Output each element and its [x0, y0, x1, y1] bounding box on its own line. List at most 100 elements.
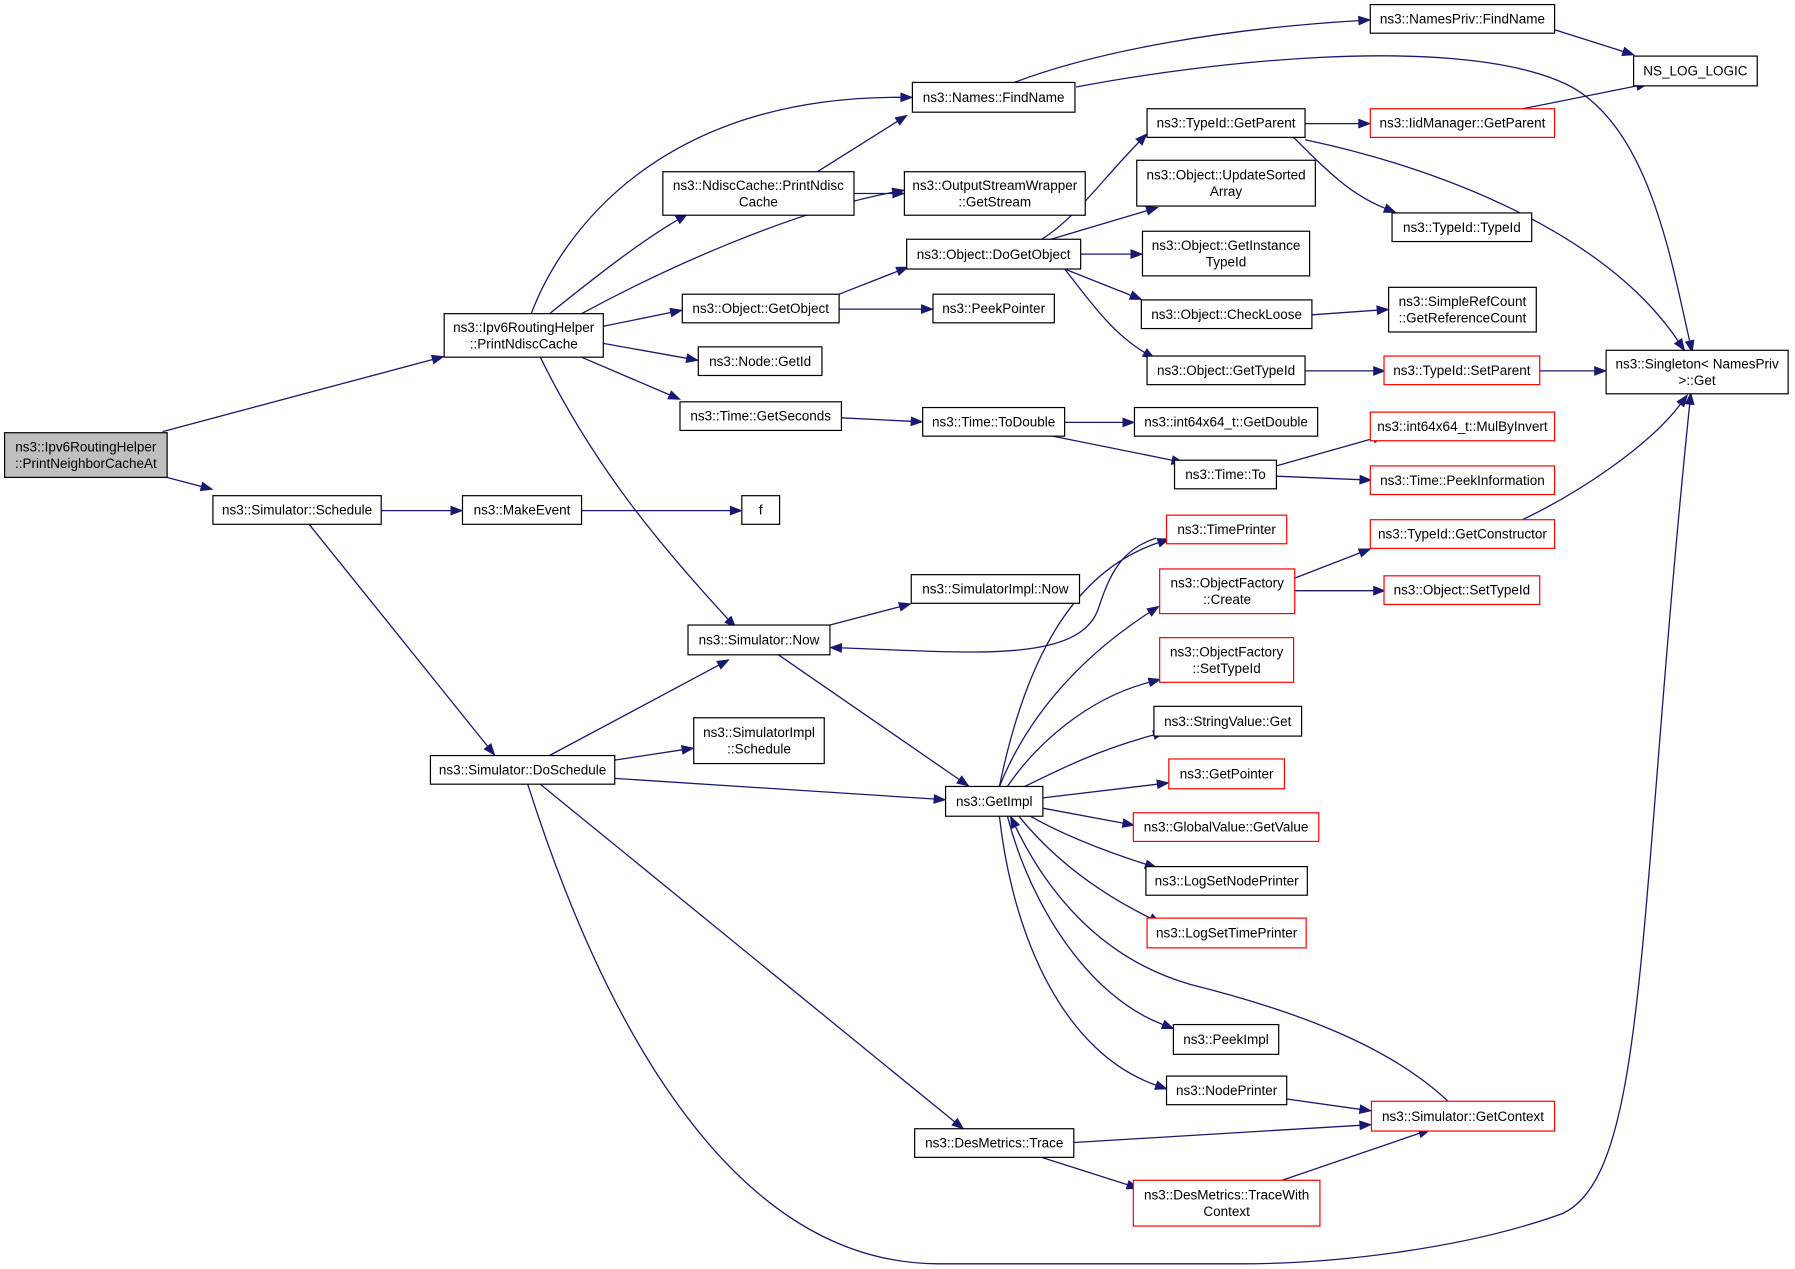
node-mul-by-invert[interactable]: ns3::int64x64_t::MulByInvert — [1369, 411, 1556, 442]
edge-getConstructor-to-singletonGet — [1522, 394, 1689, 521]
node-time-to[interactable]: ns3::Time::To — [1173, 459, 1278, 490]
node-int64-get-double[interactable]: ns3::int64x64_t::GetDouble — [1133, 406, 1319, 437]
node-box — [212, 495, 382, 525]
node-simple-ref[interactable]: ns3::SimpleRefCount::GetReferenceCount — [1388, 286, 1537, 333]
edge-line — [1050, 209, 1148, 240]
node-string-value-get[interactable]: ns3::StringValue::Get — [1153, 705, 1303, 737]
node-f[interactable]: f — [741, 495, 781, 525]
node-singleton-get[interactable]: ns3::Singleton< NamesPriv>::Get — [1605, 349, 1789, 395]
edge-arrowhead — [910, 416, 924, 427]
edge-arrowhead — [951, 1117, 965, 1130]
edge-arrowhead — [1145, 206, 1159, 216]
node-schedule[interactable]: ns3::Simulator::Schedule — [212, 495, 382, 525]
node-global-get-value[interactable]: ns3::GlobalValue::GetValue — [1132, 812, 1320, 843]
edge-arrowhead — [900, 92, 914, 103]
node-names-priv-find[interactable]: ns3::NamesPriv::FindName — [1369, 3, 1556, 34]
node-root[interactable]: ns3::Ipv6RoutingHelper::PrintNeighborCac… — [3, 432, 168, 478]
edge-line — [1522, 85, 1638, 110]
node-box — [1369, 519, 1556, 549]
node-node-get-id[interactable]: ns3::Node::GetId — [697, 346, 823, 377]
node-label: ::PrintNdiscCache — [470, 336, 578, 351]
node-set-type-id-obj[interactable]: ns3::Object::SetTypeId — [1383, 575, 1541, 606]
edge-line — [1075, 55, 1691, 342]
node-get-constructor[interactable]: ns3::TypeId::GetConstructor — [1369, 519, 1556, 549]
node-iid-get-parent[interactable]: ns3::IidManager::GetParent — [1369, 108, 1556, 138]
edge-doGetObject-to-getInstance — [1080, 249, 1144, 260]
node-box — [461, 495, 583, 525]
node-label: ns3::ObjectFactory — [1170, 644, 1284, 659]
node-ns-log-logic[interactable]: NS_LOG_LOGIC — [1632, 55, 1758, 87]
edge-line — [1042, 807, 1124, 824]
node-of-set-type-id[interactable]: ns3::ObjectFactory::SetTypeId — [1159, 637, 1295, 683]
node-des-trace[interactable]: ns3::DesMetrics::Trace — [914, 1128, 1075, 1158]
node-log-set-time[interactable]: ns3::LogSetTimePrinter — [1146, 917, 1307, 949]
node-get-pointer[interactable]: ns3::GetPointer — [1168, 758, 1286, 790]
node-box — [1132, 1179, 1321, 1227]
node-set-parent[interactable]: ns3::TypeId::SetParent — [1383, 355, 1541, 386]
edge-arrowhead — [1147, 677, 1162, 688]
node-box — [679, 401, 843, 432]
node-get-impl[interactable]: ns3::GetImpl — [944, 785, 1044, 817]
node-peek-info[interactable]: ns3::Time::PeekInformation — [1369, 465, 1556, 496]
node-label: ns3::Names::FindName — [923, 90, 1065, 105]
node-box — [1369, 465, 1556, 496]
node-get-context[interactable]: ns3::Simulator::GetContext — [1370, 1100, 1556, 1132]
node-make-event[interactable]: ns3::MakeEvent — [461, 495, 583, 525]
edge-line — [778, 654, 960, 781]
node-node-printer[interactable]: ns3::NodePrinter — [1165, 1075, 1288, 1106]
node-label: ns3::Object::GetObject — [692, 301, 829, 316]
node-ndisc-print[interactable]: ns3::NdiscCache::PrintNdiscCache — [662, 171, 855, 216]
node-sim-impl-schedule[interactable]: ns3::SimulatorImpl::Schedule — [693, 717, 825, 765]
node-peek-pointer[interactable]: ns3::PeekPointer — [932, 293, 1055, 324]
node-label: ::GetReferenceCount — [1399, 311, 1527, 326]
edge-getContext-to-getImpl — [1009, 815, 1449, 1102]
edge-line — [1522, 403, 1682, 521]
node-box — [1369, 411, 1556, 442]
node-type-id-get-parent[interactable]: ns3::TypeId::GetParent — [1146, 108, 1306, 138]
edge-namesPrivFind-to-nsLogLogic — [1554, 29, 1636, 57]
edge-arrowhead — [1156, 779, 1170, 790]
node-do-schedule[interactable]: ns3::Simulator::DoSchedule — [429, 754, 616, 785]
node-check-loose[interactable]: ns3::Object::CheckLoose — [1140, 299, 1313, 330]
edge-line — [539, 356, 729, 620]
node-to-double[interactable]: ns3::Time::ToDouble — [922, 406, 1066, 437]
node-box — [1369, 3, 1556, 34]
node-label: ns3::Time::GetSeconds — [690, 409, 831, 424]
node-time-printer[interactable]: ns3::TimePrinter — [1165, 514, 1288, 545]
node-get-object[interactable]: ns3::Object::GetObject — [681, 293, 840, 324]
node-osw-get-stream[interactable]: ns3::OutputStreamWrapper::GetStream — [903, 171, 1086, 216]
node-log-set-node[interactable]: ns3::LogSetNodePrinter — [1145, 865, 1308, 896]
node-names-find[interactable]: ns3::Names::FindName — [911, 81, 1076, 113]
edge-arrowhead — [685, 353, 700, 364]
node-box — [914, 1128, 1075, 1158]
node-peek-impl[interactable]: ns3::PeekImpl — [1172, 1023, 1280, 1055]
node-get-seconds[interactable]: ns3::Time::GetSeconds — [679, 401, 843, 432]
edge-arrowhead — [1128, 290, 1143, 300]
edge-arrowhead — [1359, 1120, 1373, 1131]
edge-line — [539, 783, 956, 1123]
node-of-create[interactable]: ns3::ObjectFactory::Create — [1159, 568, 1296, 615]
node-sim-impl-now[interactable]: ns3::SimulatorImpl::Now — [910, 574, 1081, 604]
node-obj-get-type-id[interactable]: ns3::Object::GetTypeId — [1146, 355, 1306, 386]
node-box — [1605, 349, 1789, 395]
node-box — [906, 238, 1082, 270]
edge-namesFind-to-singletonGet — [1075, 55, 1695, 354]
node-label: ns3::StringValue::Get — [1164, 714, 1292, 729]
node-type-id-type-id[interactable]: ns3::TypeId::TypeId — [1391, 212, 1533, 243]
node-box — [3, 432, 168, 478]
node-print-ndisc[interactable]: ns3::Ipv6RoutingHelper::PrintNdiscCache — [443, 313, 604, 358]
node-label: ns3::Node::GetId — [709, 354, 811, 369]
edge-objGetTypeId-to-setParent — [1305, 365, 1387, 376]
node-do-get-object[interactable]: ns3::Object::DoGetObject — [906, 238, 1082, 270]
node-label: ns3::DesMetrics::Trace — [925, 1136, 1063, 1151]
edge-arrowhead — [483, 742, 496, 757]
node-box — [1391, 212, 1533, 243]
edge-line — [603, 342, 688, 359]
node-label: Array — [1210, 184, 1243, 199]
edge-doSchedule-to-getImpl — [614, 777, 947, 804]
node-sim-now[interactable]: ns3::Simulator::Now — [687, 624, 831, 656]
edge-arrowhead — [921, 304, 934, 315]
